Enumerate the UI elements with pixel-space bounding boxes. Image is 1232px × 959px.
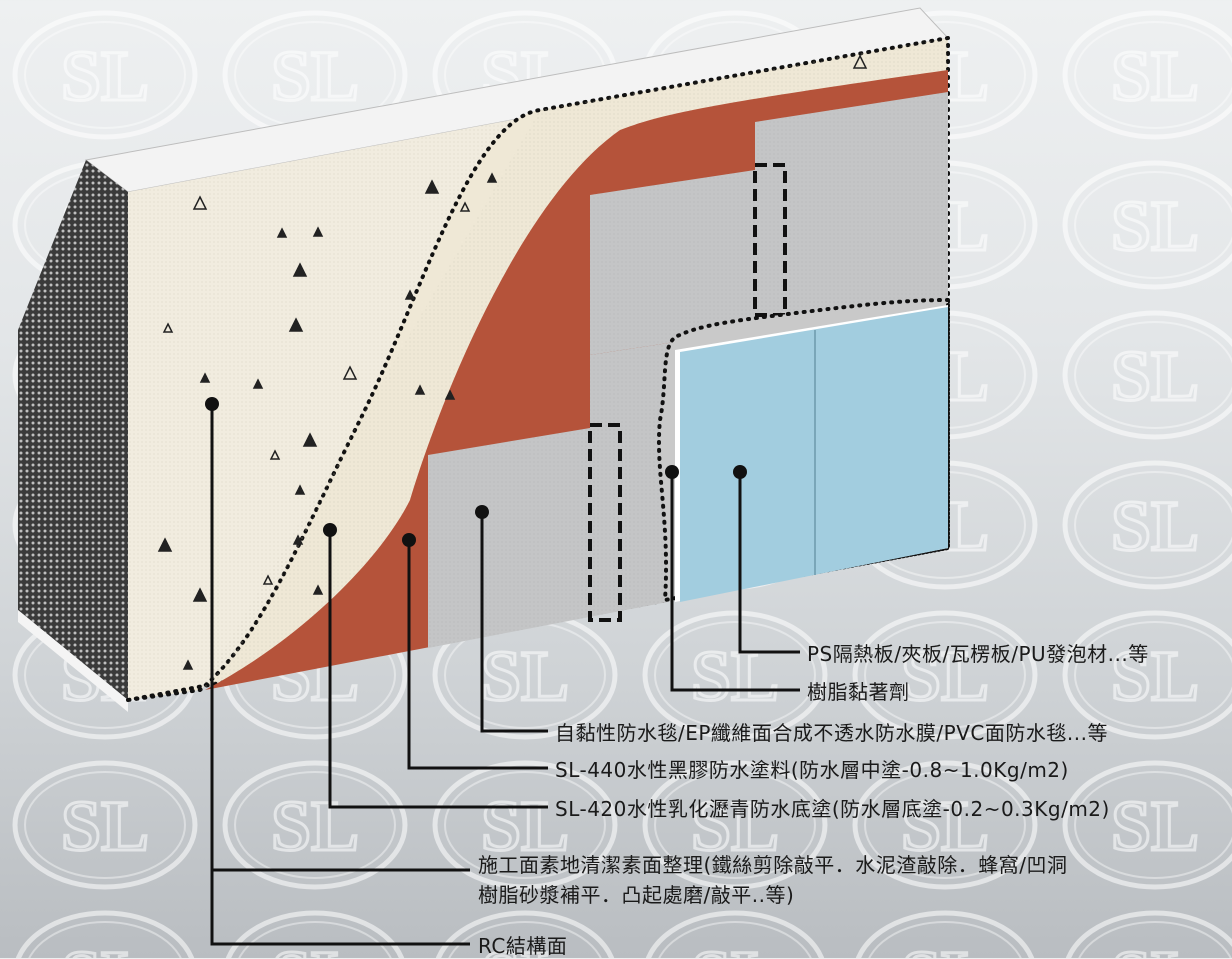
aggregate-mark [157, 537, 173, 552]
aggregate-mark [192, 587, 208, 602]
aggregate-marks [157, 54, 868, 670]
label-sl420-primer: SL-420水性乳化瀝青防水底塗(防水層底塗-0.2~0.3Kg/m2) [555, 797, 1110, 821]
aggregate-mark [486, 172, 498, 183]
aggregate-mark [262, 574, 274, 585]
aggregate-mark [269, 449, 281, 460]
leader-dot [475, 505, 489, 519]
label-rc-structure: RC結構面 [478, 934, 568, 958]
leader-line [407, 540, 548, 770]
label-waterproof-membrane: 自黏性防水毯/EP纖維面合成不透水防水膜/PVC面防水毯...等 [555, 721, 1108, 745]
aggregate-mark [252, 378, 264, 389]
label-surface-prep: 施工面素地清潔素面整理(鐵絲剪除敲平．水泥渣敲除．蜂窩/凹洞 樹脂砂漿補平．凸起… [478, 850, 1198, 910]
leader-lines [210, 404, 800, 946]
label-insulation-board: PS隔熱板/夾板/瓦楞板/PU發泡材...等 [807, 642, 1149, 666]
leader-dot [665, 465, 679, 479]
label-surface-prep-line2: 樹脂砂漿補平．凸起處磨/敲平..等) [478, 883, 795, 907]
leader-line [328, 530, 548, 809]
leader-line [480, 512, 548, 733]
leader-dot [205, 397, 219, 411]
aggregate-mark [294, 484, 306, 495]
leader-dots [205, 397, 747, 547]
leader-dot [323, 523, 337, 537]
aggregate-mark [292, 534, 304, 545]
label-resin-adhesive: 樹脂黏著劑 [807, 680, 910, 704]
aggregate-mark [342, 365, 358, 380]
leader-dot [733, 465, 747, 479]
aggregate-mark [162, 322, 174, 333]
wall-bottom-face [18, 610, 128, 712]
aggregate-mark [424, 179, 440, 194]
aggregate-mark [288, 317, 304, 332]
membrane-upper-texture [590, 92, 948, 355]
aggregate-mark [459, 201, 471, 212]
aggregate-mark [192, 195, 208, 210]
leader-line [210, 404, 470, 946]
overlap-marker-lower [588, 423, 622, 622]
aggregate-mark [199, 372, 211, 383]
aggregate-mark [414, 384, 426, 395]
leader-line [738, 472, 800, 654]
aggregate-mark [302, 432, 318, 447]
aggregate-mark [444, 389, 456, 400]
aggregate-mark [182, 659, 194, 670]
floor-section [18, 380, 86, 610]
label-sl440-coating: SL-440水性黑膠防水塗料(防水層中塗-0.8~1.0Kg/m2) [555, 758, 1069, 782]
leader-dot [402, 533, 416, 547]
aggregate-mark [312, 584, 324, 595]
aggregate-mark [404, 289, 416, 300]
aggregate-mark [276, 227, 288, 238]
aggregate-mark [852, 54, 868, 69]
label-surface-prep-line1: 施工面素地清潔素面整理(鐵絲剪除敲平．水泥渣敲除．蜂窩/凹洞 [478, 853, 1068, 877]
aggregate-mark [312, 226, 324, 237]
aggregate-mark [292, 262, 308, 277]
leader-line [670, 472, 800, 692]
